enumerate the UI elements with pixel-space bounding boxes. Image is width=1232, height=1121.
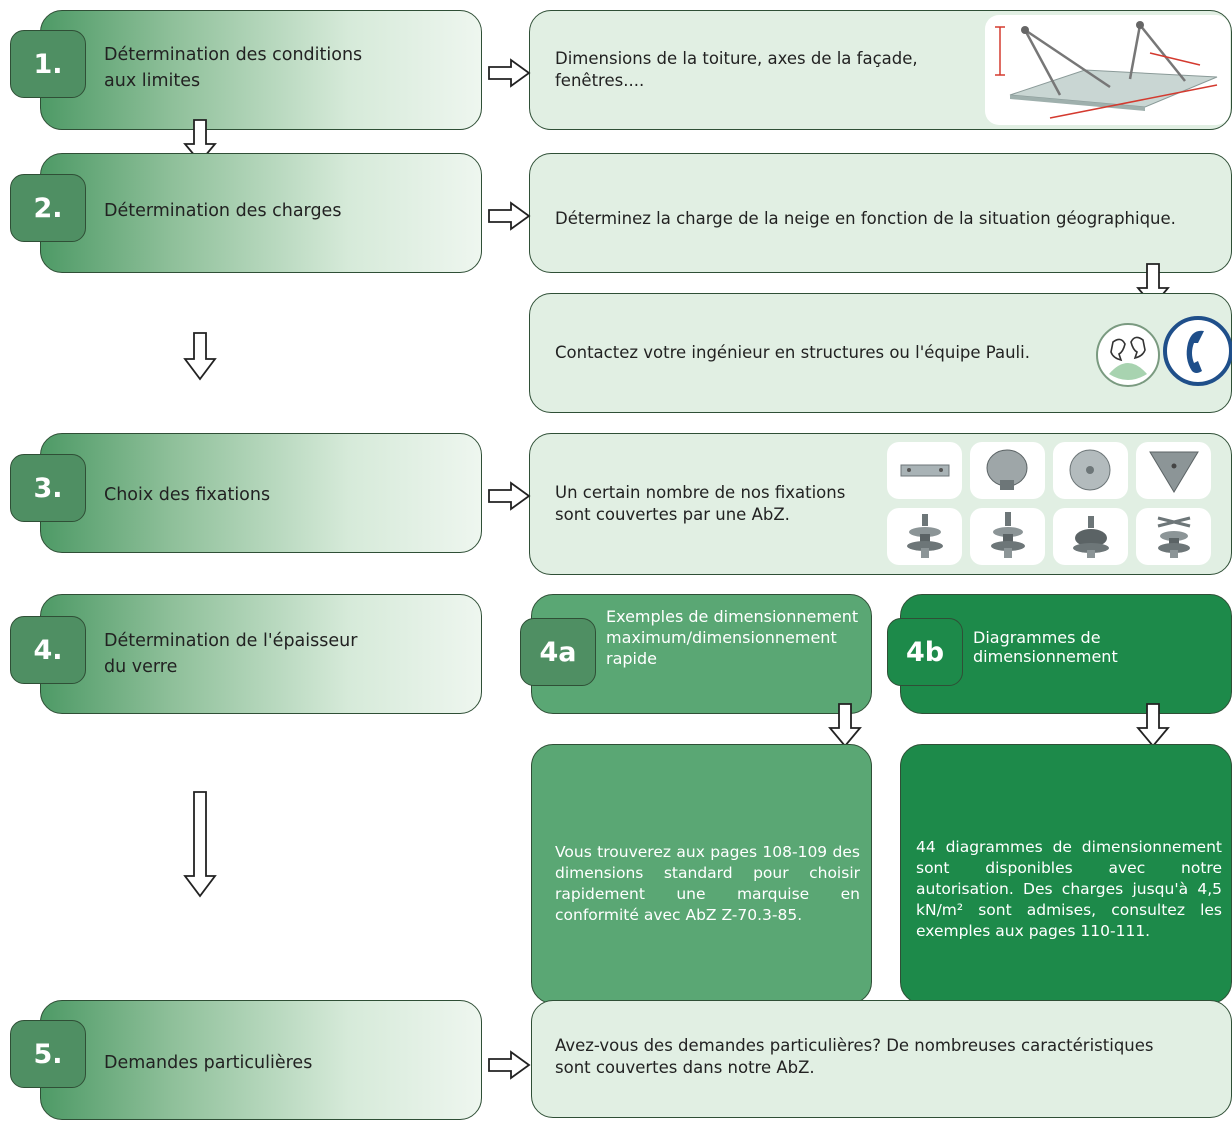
option-4a-label: Exemples de dimensionnement maximum/dime… <box>606 607 859 668</box>
snow-info-box <box>529 153 1232 273</box>
contact-info-text: Contactez votre ingénieur en structures … <box>555 343 1030 362</box>
arrow-right-icon <box>488 1050 531 1080</box>
phone-icon <box>1163 316 1232 386</box>
step-4-box <box>40 594 482 714</box>
step-2-label: Détermination des charges <box>104 201 342 221</box>
arrow-down-icon <box>1136 703 1170 748</box>
step-3-label: Choix des fixations <box>104 485 271 505</box>
step-5-box <box>40 1000 482 1120</box>
step-4-badge: 4. <box>10 616 86 684</box>
arrow-right-icon <box>488 201 531 231</box>
special-info-text: Avez-vous des demandes particulières? De… <box>555 1036 1154 1077</box>
arrow-down-icon <box>828 703 862 748</box>
arrow-right-icon <box>488 481 531 511</box>
step-3-badge: 3. <box>10 454 86 522</box>
boundary-info-text: Dimensions de la toiture, axes de la faç… <box>555 49 918 90</box>
fixing-disc-thumbnail <box>1053 442 1128 499</box>
snow-info-text: Déterminez la charge de la neige en fonc… <box>555 209 1176 228</box>
fixing-triangle-thumbnail <box>1136 442 1211 499</box>
step-1-badge: 1. <box>10 30 86 98</box>
step-4-label: Détermination de l'épaisseur du verre <box>104 631 358 677</box>
option-4b-label: Diagrammes de dimensionnement <box>973 628 1118 666</box>
point-fixing-1-thumbnail <box>887 508 962 565</box>
option-4b-box <box>900 594 1232 714</box>
point-fixing-3-thumbnail <box>1053 508 1128 565</box>
step-5-label: Demandes particulières <box>104 1053 313 1073</box>
step-1-label: Détermination des conditions aux limites <box>104 45 363 91</box>
fixings-info-text: Un certain nombre de nos fixations sont … <box>555 483 846 524</box>
special-info-box <box>531 1000 1232 1118</box>
conversation-icon <box>1096 323 1160 387</box>
point-fixing-2-thumbnail <box>970 508 1045 565</box>
fixing-disc-angled-thumbnail <box>970 442 1045 499</box>
arrow-right-icon <box>488 58 531 88</box>
canopy-illustration-icon <box>985 15 1230 125</box>
step-1-box <box>40 10 482 130</box>
option-4b-badge: 4b <box>887 618 963 686</box>
fixing-plate-thumbnail <box>887 442 962 499</box>
option-4a-detail-text: Vous trouverez aux pages 108-109 des dim… <box>555 843 860 924</box>
step-2-badge: 2. <box>10 174 86 242</box>
step-3-box <box>40 433 482 553</box>
point-fixing-4-thumbnail <box>1136 508 1211 565</box>
arrow-down-icon <box>183 332 217 381</box>
option-4a-badge: 4a <box>520 618 596 686</box>
arrow-down-icon <box>183 791 217 898</box>
step-5-badge: 5. <box>10 1020 86 1088</box>
option-4b-detail-text: 44 diagrammes de dimensionnement sont di… <box>916 838 1222 940</box>
option-4b-detail-box <box>900 744 1232 1004</box>
option-4a-detail-box <box>531 744 872 1004</box>
